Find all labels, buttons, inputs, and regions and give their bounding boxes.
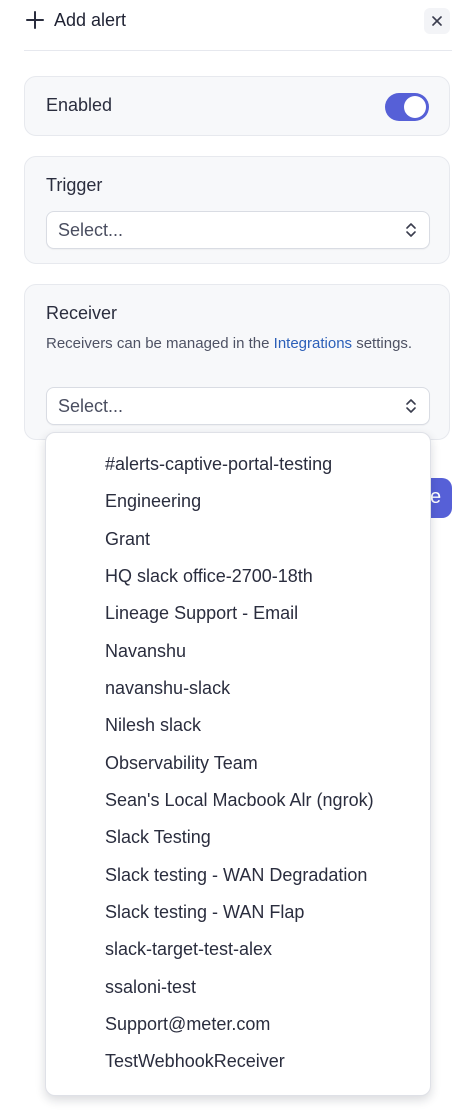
dropdown-option[interactable]: Slack Testing	[105, 827, 211, 847]
save-button-label: e	[430, 486, 442, 508]
dropdown-option[interactable]: Nilesh slack	[105, 715, 202, 735]
dropdown-option[interactable]: Slack testing - WAN Degradation	[105, 865, 368, 885]
chevron-up-down-icon	[406, 223, 416, 237]
receiver-help-suffix: settings.	[356, 335, 413, 352]
trigger-select[interactable]: Select...	[46, 211, 430, 249]
receiver-help-text: Receivers can be managed in the Integrat…	[46, 333, 426, 355]
toggle-knob	[404, 96, 426, 118]
dropdown-option[interactable]: Lineage Support - Email	[105, 603, 299, 623]
panel-header: Add alert	[24, 0, 452, 51]
dropdown-option[interactable]: Support@meter.com	[105, 1014, 271, 1034]
dropdown-option[interactable]: Engineering	[105, 491, 202, 511]
dropdown-option[interactable]: Sean's Local Macbook Alr (ngrok)	[105, 790, 374, 810]
close-button[interactable]	[424, 8, 450, 34]
dropdown-option[interactable]: slack-target-test-alex	[105, 939, 273, 959]
dropdown-option[interactable]: Navanshu	[105, 641, 187, 661]
dropdown-option[interactable]: HQ slack office-2700-18th	[105, 566, 313, 586]
receiver-dropdown: #alerts-captive-portal-testing Engineeri…	[45, 432, 431, 1096]
trigger-select-placeholder: Select...	[58, 220, 124, 240]
dropdown-option[interactable]: #alerts-captive-portal-testing	[105, 454, 333, 474]
dropdown-option[interactable]: TestWebhookReceiver	[105, 1051, 285, 1071]
dropdown-option[interactable]: Grant	[105, 529, 151, 549]
receiver-help-prefix: Receivers can be managed in the	[46, 335, 270, 352]
chevron-up-down-icon	[406, 399, 416, 413]
dropdown-option[interactable]: navanshu-slack	[105, 678, 231, 698]
enabled-toggle[interactable]	[385, 93, 429, 121]
dropdown-option[interactable]: Observability Team	[105, 753, 258, 773]
trigger-label: Trigger	[46, 175, 103, 195]
close-icon	[432, 16, 442, 26]
trigger-card: Trigger Select...	[24, 156, 450, 264]
receiver-select[interactable]: Select...	[46, 387, 430, 425]
receiver-card: Receiver Receivers can be managed in the…	[24, 284, 450, 440]
receiver-label: Receiver	[46, 303, 118, 323]
dropdown-option[interactable]: ssaloni-test	[105, 977, 197, 997]
receiver-select-placeholder: Select...	[58, 396, 124, 416]
integrations-link[interactable]: Integrations	[273, 335, 353, 352]
enabled-card: Enabled	[24, 76, 450, 136]
add-alert-label: Add alert	[54, 9, 127, 30]
enabled-label: Enabled	[46, 95, 113, 115]
add-alert-title: Add alert	[24, 4, 126, 36]
dropdown-option[interactable]: Slack testing - WAN Flap	[105, 902, 305, 922]
plus-icon	[24, 9, 46, 31]
